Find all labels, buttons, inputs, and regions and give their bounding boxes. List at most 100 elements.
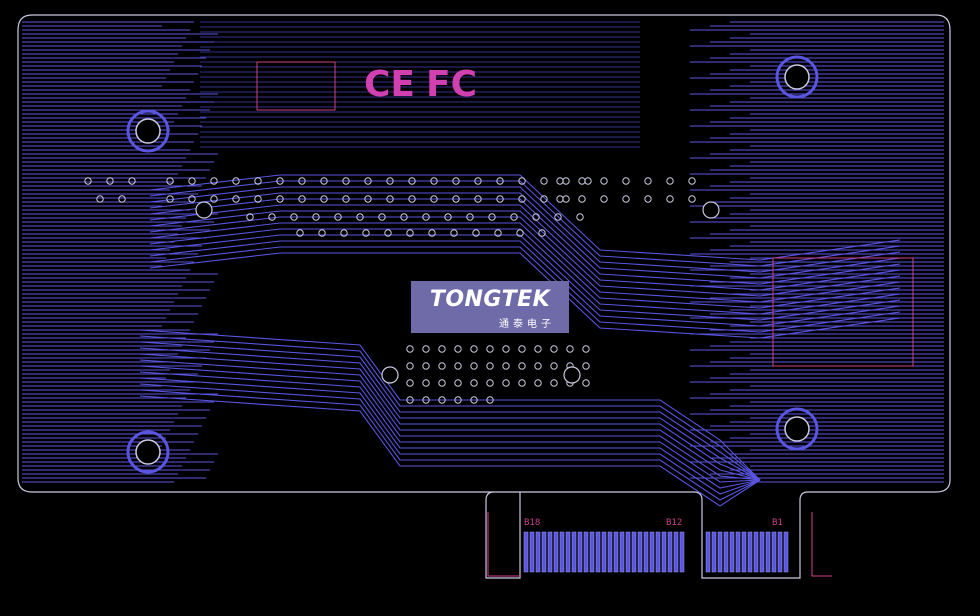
via bbox=[166, 177, 174, 185]
pin-label-b1: B1 bbox=[772, 518, 783, 528]
edge-finger bbox=[559, 531, 565, 573]
via bbox=[438, 379, 446, 387]
via bbox=[408, 195, 416, 203]
trace-bus bbox=[149, 216, 901, 303]
edge-silk-left bbox=[487, 512, 832, 577]
edge-finger bbox=[673, 531, 679, 573]
trace-bus bbox=[139, 389, 761, 501]
trace-bus bbox=[139, 335, 761, 481]
trace-bus bbox=[139, 371, 761, 483]
via bbox=[342, 195, 350, 203]
edge-finger bbox=[655, 531, 661, 573]
trace-bus bbox=[149, 222, 901, 309]
via bbox=[320, 177, 328, 185]
edge-finger bbox=[759, 531, 765, 573]
via bbox=[516, 229, 524, 237]
via bbox=[550, 379, 558, 387]
via bbox=[466, 213, 474, 221]
via bbox=[188, 195, 196, 203]
trace-bus bbox=[149, 186, 901, 273]
silkscreen-box-cert bbox=[256, 61, 336, 111]
mounting-hole-ring bbox=[775, 407, 819, 451]
via bbox=[128, 177, 136, 185]
board-outline bbox=[17, 14, 951, 579]
edge-finger bbox=[631, 531, 637, 573]
via bbox=[438, 345, 446, 353]
via bbox=[364, 177, 372, 185]
silkscreen-box-right bbox=[772, 257, 914, 367]
mounting-hole-ring bbox=[126, 109, 170, 153]
trace-bus bbox=[139, 377, 761, 489]
mounting-hole bbox=[135, 118, 161, 144]
via bbox=[556, 195, 564, 203]
edge-finger bbox=[777, 531, 783, 573]
via bbox=[340, 229, 348, 237]
edge-finger bbox=[717, 531, 723, 573]
via bbox=[540, 177, 548, 185]
via bbox=[474, 195, 482, 203]
mounting-hole bbox=[135, 439, 161, 465]
via bbox=[454, 396, 462, 404]
via bbox=[450, 229, 458, 237]
via bbox=[454, 345, 462, 353]
via bbox=[444, 213, 452, 221]
via bbox=[538, 229, 546, 237]
via bbox=[534, 362, 542, 370]
mounting-hole bbox=[784, 64, 810, 90]
via bbox=[562, 177, 570, 185]
edge-finger bbox=[723, 531, 729, 573]
via bbox=[502, 379, 510, 387]
trace-bus bbox=[139, 359, 761, 481]
via bbox=[486, 396, 494, 404]
via bbox=[118, 195, 126, 203]
ce-mark: CE bbox=[364, 64, 416, 105]
via-array bbox=[84, 177, 696, 404]
via bbox=[502, 345, 510, 353]
via bbox=[188, 177, 196, 185]
via bbox=[578, 177, 586, 185]
pin-label-b18: B18 bbox=[524, 518, 541, 528]
via bbox=[408, 177, 416, 185]
edge-finger bbox=[649, 531, 655, 573]
trace-bus bbox=[139, 341, 761, 481]
tongtek-logo: TONGTEK 通泰电子 bbox=[411, 281, 569, 333]
via bbox=[550, 362, 558, 370]
via bbox=[406, 362, 414, 370]
edge-finger bbox=[589, 531, 595, 573]
via bbox=[470, 379, 478, 387]
trace-bus bbox=[139, 353, 761, 481]
via bbox=[510, 213, 518, 221]
edge-finger bbox=[529, 531, 535, 573]
via bbox=[688, 177, 696, 185]
via bbox=[276, 195, 284, 203]
mounting-hole-ring bbox=[126, 430, 170, 474]
tooling-hole bbox=[563, 366, 581, 384]
edge-finger bbox=[637, 531, 643, 573]
edge-finger bbox=[747, 531, 753, 573]
edge-finger bbox=[619, 531, 625, 573]
edge-finger bbox=[735, 531, 741, 573]
via bbox=[320, 195, 328, 203]
edge-finger bbox=[741, 531, 747, 573]
via bbox=[470, 345, 478, 353]
via bbox=[622, 195, 630, 203]
edge-finger bbox=[613, 531, 619, 573]
via bbox=[254, 195, 262, 203]
via bbox=[106, 177, 114, 185]
via bbox=[454, 379, 462, 387]
via bbox=[566, 345, 574, 353]
via bbox=[406, 379, 414, 387]
trace-bus bbox=[149, 198, 901, 285]
via bbox=[276, 177, 284, 185]
via bbox=[290, 213, 298, 221]
edge-finger bbox=[625, 531, 631, 573]
via bbox=[246, 213, 254, 221]
via bbox=[666, 195, 674, 203]
via bbox=[452, 177, 460, 185]
via bbox=[584, 177, 592, 185]
via bbox=[422, 362, 430, 370]
via bbox=[298, 177, 306, 185]
via bbox=[576, 213, 584, 221]
tooling-hole bbox=[702, 201, 720, 219]
edge-finger bbox=[765, 531, 771, 573]
